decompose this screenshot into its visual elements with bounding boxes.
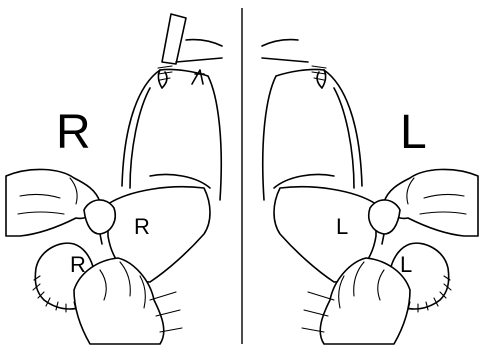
cushion-label-l: L: [336, 214, 348, 239]
ear-cup-shell: [122, 66, 221, 200]
cushion-label-r: R: [134, 214, 150, 239]
headband-slider-right: [262, 40, 308, 62]
upper-hand: [6, 169, 115, 244]
headband-slider: [162, 14, 222, 84]
side-label-l: L: [400, 106, 427, 159]
left-panel: R R R: [6, 14, 222, 344]
side-label-r: R: [56, 106, 91, 159]
ear-cup-shell-right: [263, 66, 362, 200]
cap-label-l: L: [400, 252, 412, 277]
right-panel: L L L: [262, 40, 478, 344]
upper-hand-right: [369, 169, 478, 244]
